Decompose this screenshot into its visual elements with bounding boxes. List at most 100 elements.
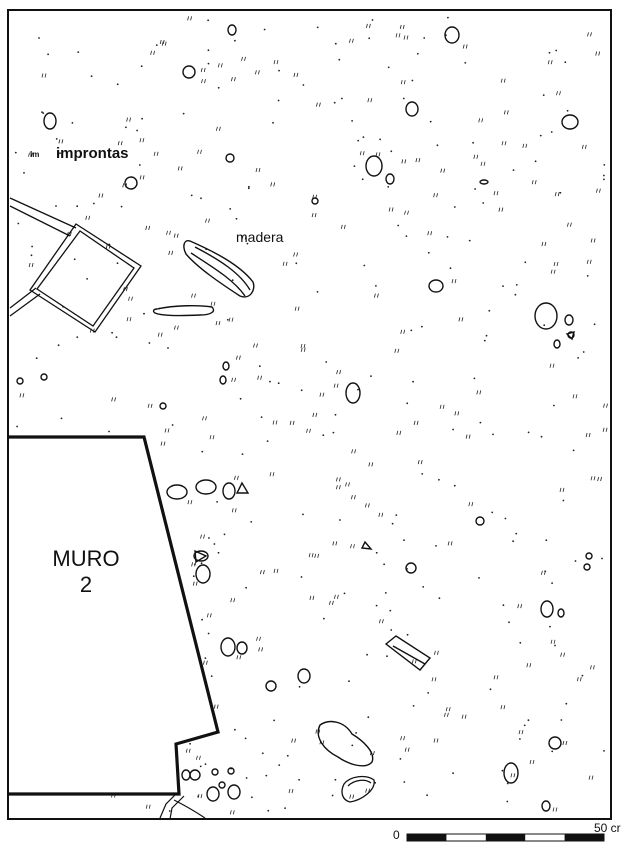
stipple-dot	[302, 513, 304, 516]
stipple-dot	[76, 205, 79, 208]
stipple-dot	[351, 744, 354, 747]
stipple-dot	[387, 186, 390, 188]
stipple-tick	[291, 738, 293, 743]
stipple-tick	[403, 329, 406, 334]
stipple-tick	[593, 238, 596, 243]
stipple-dot	[375, 551, 378, 554]
stipple-tick	[349, 794, 352, 799]
stipple-tick	[206, 660, 208, 665]
stipple-dot	[446, 236, 449, 238]
stipple-dot	[363, 264, 366, 267]
stipple-dot	[333, 101, 336, 104]
stipple-dot	[574, 560, 577, 562]
stone	[553, 339, 561, 349]
stipple-tick	[584, 144, 587, 149]
stipple-dot	[108, 430, 110, 433]
stipple-tick	[204, 79, 206, 84]
stipple-tick	[354, 495, 356, 500]
stipple-tick	[476, 154, 479, 159]
stipple-dot	[534, 160, 537, 163]
stipple-tick	[219, 126, 221, 131]
stone	[564, 314, 574, 326]
stipple-tick	[105, 244, 108, 249]
stipple-tick	[399, 430, 402, 435]
stipple-tick	[334, 594, 336, 599]
stipple-tick	[311, 213, 314, 218]
stipple-tick	[554, 192, 557, 197]
stipple-dot	[192, 575, 195, 578]
stipple-tick	[404, 159, 407, 164]
stipple-tick	[147, 403, 150, 408]
stipple-tick	[496, 191, 499, 196]
stipple-dot	[485, 334, 488, 337]
stipple-tick	[98, 193, 101, 198]
stipple-tick	[362, 151, 365, 156]
scale-end-label: 50 cr	[594, 821, 621, 835]
stipple-tick	[506, 110, 509, 115]
stipple-tick	[414, 659, 417, 664]
stipple-dot	[14, 151, 17, 154]
stipple-tick	[139, 138, 142, 143]
stipple-tick	[522, 143, 525, 148]
stipple-tick	[209, 613, 212, 618]
stipple-tick	[318, 729, 321, 734]
stipple-tick	[336, 485, 338, 490]
stipple-tick	[234, 77, 236, 82]
stipple-tick	[196, 755, 198, 760]
stipple-dot	[436, 144, 439, 147]
stipple-dot	[263, 28, 266, 31]
stipple-tick	[518, 730, 521, 735]
stipple-dot	[512, 540, 514, 543]
stipple-dot	[473, 377, 476, 380]
stipple-tick	[126, 117, 128, 122]
stone	[557, 608, 565, 618]
stipple-dot	[332, 431, 335, 434]
stipple-dot	[399, 758, 402, 760]
stipple-dot	[603, 174, 605, 177]
stone	[16, 377, 24, 385]
stipple-tick	[606, 403, 608, 408]
stipple-dot	[406, 402, 409, 405]
stipple-tick	[142, 175, 145, 180]
stipple-tick	[272, 420, 275, 425]
stipple-tick	[407, 747, 410, 752]
stipple-tick	[415, 158, 418, 163]
stipple-tick	[557, 192, 560, 197]
stipple-tick	[191, 562, 193, 567]
stipple-dot	[479, 421, 482, 424]
stipple-tick	[244, 235, 247, 240]
stipple-dot	[551, 750, 554, 753]
stipple-dot	[603, 164, 606, 166]
stipple-tick	[258, 647, 260, 652]
stipple-tick	[273, 60, 276, 65]
stone	[225, 153, 235, 163]
stipple-dot	[387, 66, 390, 69]
stipple-tick	[532, 759, 535, 765]
stipple-tick	[296, 72, 299, 77]
stone	[405, 562, 417, 574]
stipple-tick	[164, 428, 167, 433]
stipple-dot	[207, 62, 210, 65]
stipple-tick	[465, 44, 468, 49]
stipple-dot	[210, 675, 213, 677]
stipple-tick	[239, 655, 242, 660]
stipple-tick	[603, 403, 605, 408]
stipple-tick	[220, 63, 223, 68]
stipple-dot	[116, 83, 119, 86]
stipple-tick	[213, 704, 216, 709]
stipple-dot	[207, 49, 210, 52]
stipple-dot	[519, 738, 521, 740]
stone	[181, 769, 191, 781]
stipple-tick	[391, 207, 394, 212]
stipple-tick	[351, 495, 353, 500]
stipple-tick	[230, 598, 233, 603]
stipple-tick	[521, 730, 524, 735]
stipple-tick	[556, 91, 558, 96]
stipple-dot	[504, 517, 507, 520]
stipple-tick	[160, 441, 163, 446]
stipple-tick	[450, 541, 453, 546]
stipple-tick	[69, 231, 72, 236]
stipple-dot	[213, 543, 216, 545]
stipple-tick	[581, 144, 584, 149]
stipple-tick	[417, 460, 420, 465]
